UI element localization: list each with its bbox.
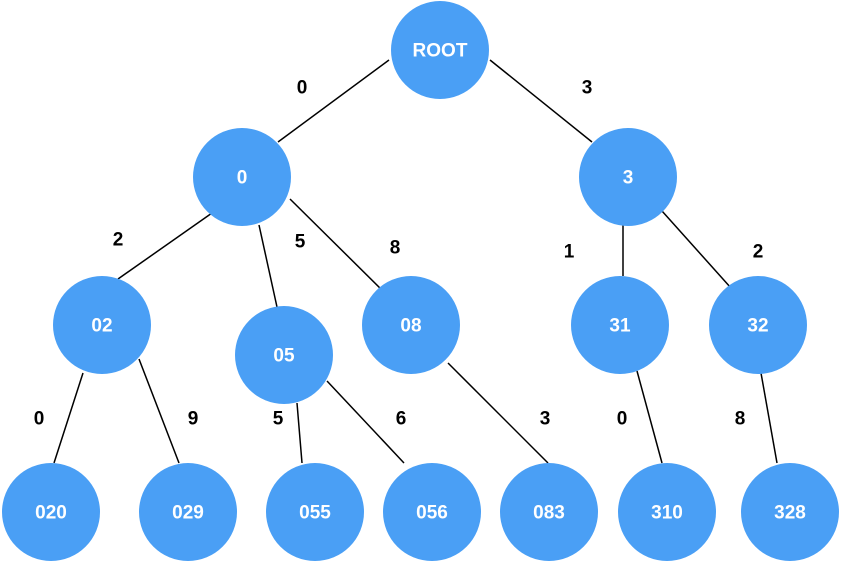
edge-n0-n08 <box>289 198 384 292</box>
node-n3: 3 <box>579 128 677 226</box>
node-n05: 05 <box>235 306 333 404</box>
node-label: 02 <box>91 316 112 337</box>
edge-n0-n05 <box>258 224 278 308</box>
edge-n0-n02 <box>117 212 213 280</box>
node-label: 083 <box>533 503 565 524</box>
edge-label-n08-n083: 3 <box>540 409 551 430</box>
node-circle <box>383 463 481 561</box>
edge-line <box>138 358 180 464</box>
node-n020: 020 <box>2 463 100 561</box>
node-circle <box>139 463 237 561</box>
node-circle <box>741 463 839 561</box>
edge-n05-n056 <box>326 380 405 464</box>
node-n056: 056 <box>383 463 481 561</box>
node-label: 08 <box>400 316 421 337</box>
edge-label-n32-n328: 8 <box>735 409 746 430</box>
node-label: 31 <box>609 316 631 337</box>
edge-line <box>447 362 549 464</box>
node-n02: 02 <box>53 276 151 374</box>
node-circle <box>2 463 100 561</box>
node-label: 328 <box>774 503 806 524</box>
edge-n02-n029 <box>138 358 180 464</box>
edge-line <box>636 370 663 464</box>
node-circle <box>579 128 677 226</box>
edge-label-n05-n056: 6 <box>396 409 407 430</box>
edge-line <box>53 372 84 464</box>
edge-n08-n083 <box>447 362 549 464</box>
edges-layer <box>53 59 778 464</box>
edge-n32-n328 <box>760 372 778 464</box>
node-n328: 328 <box>741 463 839 561</box>
edge-label-n3-n31: 1 <box>564 242 575 263</box>
edge-root-n0 <box>277 59 390 143</box>
node-circle <box>53 276 151 374</box>
node-label: 055 <box>299 503 331 524</box>
node-circle <box>709 276 807 374</box>
edge-label-root-n0: 0 <box>297 78 308 99</box>
edge-label-n0-n05: 5 <box>295 232 306 253</box>
node-n32: 32 <box>709 276 807 374</box>
edge-n02-n020 <box>53 372 84 464</box>
edge-n31-n310 <box>636 370 663 464</box>
node-label: 056 <box>416 503 448 524</box>
edge-line <box>258 224 278 308</box>
node-label: 020 <box>35 503 67 524</box>
edge-label-n0-n02: 2 <box>113 230 124 251</box>
node-circle <box>391 1 489 99</box>
node-n029: 029 <box>139 463 237 561</box>
edge-line <box>326 380 405 464</box>
edge-label-root-n3: 3 <box>582 78 593 99</box>
edge-line <box>296 402 303 464</box>
node-n310: 310 <box>618 463 716 561</box>
node-label: 05 <box>273 346 295 367</box>
edge-n05-n055 <box>296 402 303 464</box>
edge-root-n3 <box>489 59 593 143</box>
node-label: 3 <box>623 168 634 189</box>
edge-label-n3-n32: 2 <box>753 242 764 263</box>
edge-line <box>661 210 732 289</box>
edge-line <box>277 59 390 143</box>
edge-line <box>289 198 384 292</box>
node-circle <box>571 276 669 374</box>
node-label: 0 <box>237 168 248 189</box>
node-label: 029 <box>172 503 204 524</box>
edge-label-n0-n08: 8 <box>390 238 401 259</box>
node-circle <box>266 463 364 561</box>
node-root: ROOT <box>391 1 489 99</box>
edge-label-n31-n310: 0 <box>617 409 628 430</box>
node-n0: 0 <box>193 128 291 226</box>
node-label: 310 <box>651 503 683 524</box>
edge-line <box>760 372 778 464</box>
edge-line <box>489 59 593 143</box>
edge-label-n02-n020: 0 <box>34 409 45 430</box>
node-circle <box>500 463 598 561</box>
node-label: 32 <box>747 316 768 337</box>
node-n31: 31 <box>571 276 669 374</box>
edge-n3-n32 <box>661 210 732 289</box>
node-n08: 08 <box>362 276 460 374</box>
node-circle <box>618 463 716 561</box>
node-circle <box>193 128 291 226</box>
edge-label-n02-n029: 9 <box>188 409 199 430</box>
node-n083: 083 <box>500 463 598 561</box>
node-circle <box>235 306 333 404</box>
edge-label-n05-n055: 5 <box>273 409 284 430</box>
node-label: ROOT <box>413 41 468 62</box>
node-n055: 055 <box>266 463 364 561</box>
node-circle <box>362 276 460 374</box>
edge-line <box>117 212 213 280</box>
